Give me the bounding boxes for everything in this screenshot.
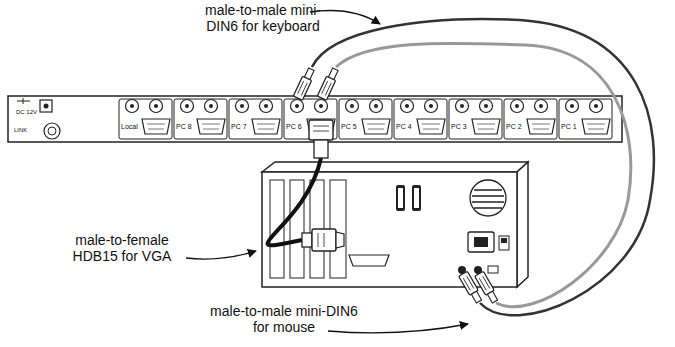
plug-grip — [325, 83, 331, 96]
cable-label: male-to-male mini-DIN6 for keyboard — [190, 2, 336, 34]
strain-relief — [328, 68, 338, 80]
mini-din-plug — [317, 67, 340, 100]
port-label: PC 7 — [231, 123, 247, 131]
expansion-slot — [290, 180, 304, 278]
strain-relief — [302, 233, 312, 247]
switch-panel — [8, 96, 622, 142]
plug-body — [317, 76, 335, 100]
leader-arrow — [328, 324, 468, 333]
strain-relief — [487, 291, 497, 303]
polarity-symbol — [17, 98, 30, 104]
strain-relief — [471, 291, 481, 303]
port-slot — [394, 99, 447, 139]
port-slot — [504, 99, 557, 139]
cable-label: male-to-male mini-DIN6 for mouse — [205, 303, 363, 335]
plug-grip — [313, 126, 329, 127]
hdb15-plug — [309, 120, 333, 158]
plug-body — [312, 229, 336, 251]
computer-top — [262, 162, 528, 172]
cable-label: male-to-female HDB15 for VGA — [62, 232, 182, 264]
port-slot — [284, 99, 337, 139]
serial-port — [349, 255, 389, 266]
computer-side — [517, 162, 528, 287]
plug-grip — [463, 278, 470, 290]
strain-relief — [304, 68, 314, 80]
port-slot — [119, 99, 172, 139]
plug-grip — [301, 83, 307, 96]
link-port-inner — [48, 127, 56, 135]
power-jack-pin — [44, 104, 49, 109]
port-label: PC 8 — [176, 123, 192, 131]
port-slot — [339, 99, 392, 139]
fan-grille — [472, 190, 504, 208]
power-label: DC 12V — [16, 109, 37, 116]
fan — [470, 180, 506, 216]
plug-grip — [324, 233, 325, 247]
port-block — [412, 185, 421, 211]
plug-body — [293, 76, 311, 100]
power-switch-toggle — [501, 238, 507, 243]
port-label: PC 2 — [506, 123, 522, 131]
computer-case — [262, 172, 517, 287]
plug-shell — [336, 232, 344, 248]
plug-body — [309, 120, 333, 140]
mouse-cable — [336, 43, 631, 306]
port-slot — [559, 99, 612, 139]
leader-arrow — [186, 251, 256, 259]
plug-grip — [318, 233, 319, 247]
port-block-slot — [414, 188, 419, 208]
port-block-slot — [398, 188, 403, 208]
plug-grip — [313, 131, 329, 132]
strain-relief — [314, 140, 328, 158]
port-slot — [449, 99, 502, 139]
usb-port — [488, 266, 498, 273]
port-block — [396, 185, 405, 211]
plug-grip — [479, 278, 486, 290]
port-label: PC 5 — [341, 123, 357, 131]
keyboard-cable — [312, 19, 654, 315]
link-label: LINK — [14, 127, 27, 134]
mini-din-plug — [475, 271, 500, 304]
port-label: PC 6 — [286, 123, 302, 131]
hdb15-plug — [302, 229, 344, 251]
link-port — [44, 123, 60, 139]
port-label: Local — [121, 123, 138, 131]
power-jack — [40, 100, 52, 112]
power-socket — [468, 232, 494, 252]
power-socket-pins — [474, 237, 488, 247]
port-label: PC 4 — [396, 123, 412, 131]
port-label: PC 3 — [451, 123, 467, 131]
port-slot — [174, 99, 227, 139]
mini-din-plug — [293, 67, 316, 100]
power-switch — [499, 236, 509, 250]
port-label: PC 1 — [561, 123, 577, 131]
port-slot — [229, 99, 282, 139]
